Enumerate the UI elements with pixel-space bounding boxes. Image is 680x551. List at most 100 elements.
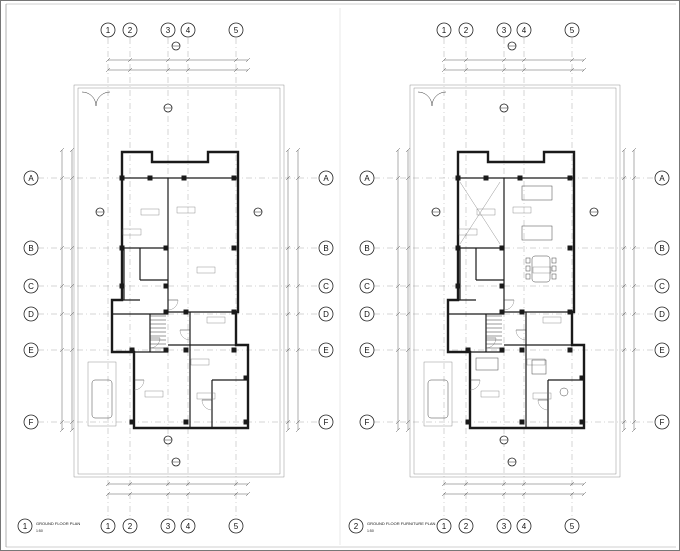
dimension-tick [127,481,133,487]
plan-title-block-2: 2 GROUND FLOOR FURNITURE PLAN 1:50 [348,518,436,534]
grid-bubble-row [318,306,334,322]
structural-column [519,309,525,315]
grid-bubble-row [359,278,375,294]
structural-column [567,245,573,251]
grid-label-column: 2 [464,26,469,35]
dimension-tick [245,67,251,73]
dimension-tick [621,419,627,425]
dimension-tick [59,147,65,153]
grid-label-row: F [365,418,370,427]
dimension-tick [621,283,627,289]
structural-column [567,175,573,181]
grid-bubble-row [654,170,670,186]
grid-label-column: 2 [464,522,469,531]
dimension-tick [521,57,527,63]
structural-column [465,347,471,353]
grid-label-row: D [364,310,370,319]
dimension-tick [441,57,447,63]
room-tag [206,316,226,324]
grid-bubble-row [654,278,670,294]
grid-label-row: F [660,418,665,427]
parking-bay [87,361,117,427]
dimension-tick [295,419,301,425]
dimension-tick [285,175,291,181]
structural-column [163,347,169,353]
room-tag [532,392,552,400]
dimension-tick [405,347,411,353]
grid-bubble-column [228,518,244,534]
dimension-tick [285,419,291,425]
dimension-tick [569,67,575,73]
wardrobe [531,359,547,375]
structural-column [231,347,237,353]
plan-scale: 1:50 [367,529,374,533]
grid-bubble-row [318,170,334,186]
structural-column [183,347,189,353]
dimension-tick [285,283,291,289]
dimension-tick [621,427,627,433]
door-swing [201,399,213,411]
grid-bubble-row [23,414,39,430]
grid-label-row: E [364,346,369,355]
grid-bubble-row [359,240,375,256]
room-tag [480,390,500,398]
dimension-tick [441,481,447,487]
dimension-tick [285,147,291,153]
door-swing [167,299,179,311]
grid-label-column: 3 [502,522,507,531]
dimension-tick [105,481,111,487]
plan-scale: 1:50 [36,529,43,533]
grid-label-row: A [659,174,665,183]
grid-bubble-column [160,22,176,38]
dimension-tick [69,427,75,433]
grid-bubble-row [318,278,334,294]
dimension-tick [105,57,111,63]
dimension-tick [463,57,469,63]
dimension-tick [395,311,401,317]
grid-label-column: 5 [234,26,239,35]
dimension-tick [295,245,301,251]
dimension-tick [581,67,587,73]
dining-chair [525,257,531,264]
structural-column [243,375,249,381]
structural-column [129,347,135,353]
structural-column [579,375,585,381]
grid-label-row: E [28,346,33,355]
dimension-tick [631,245,637,251]
grid-label-row: C [28,282,34,291]
grid-bubble-column [122,518,138,534]
parking-bay [423,361,453,427]
car-outline [91,379,113,419]
dimension-tick [295,283,301,289]
dimension-tick [621,245,627,251]
dimension-tick [233,481,239,487]
grid-label-row: B [364,244,369,253]
grid-bubble-column [516,518,532,534]
dimension-tick [127,67,133,73]
dimension-tick [631,311,637,317]
grid-label-row: C [323,282,329,291]
dimension-tick [285,245,291,251]
grid-bubble-column [458,518,474,534]
dimension-tick [295,175,301,181]
room-tag [458,228,478,236]
dimension-tick [631,147,637,153]
site-boundary-outer [409,84,621,478]
dining-chair [525,273,531,280]
dimension-tick [441,67,447,73]
dimension-tick [631,419,637,425]
dimension-tick [631,427,637,433]
grid-label-row: F [324,418,329,427]
grid-bubble-row [654,342,670,358]
room-tag [144,390,164,398]
grid-bubble-column [122,22,138,38]
dimension-tick [69,245,75,251]
dining-chair [551,273,557,280]
gate-swing [81,91,97,107]
grid-label-column: 5 [570,26,575,35]
dimension-tick [285,311,291,317]
grid-bubble-row [654,306,670,322]
dimension-tick [105,491,111,497]
